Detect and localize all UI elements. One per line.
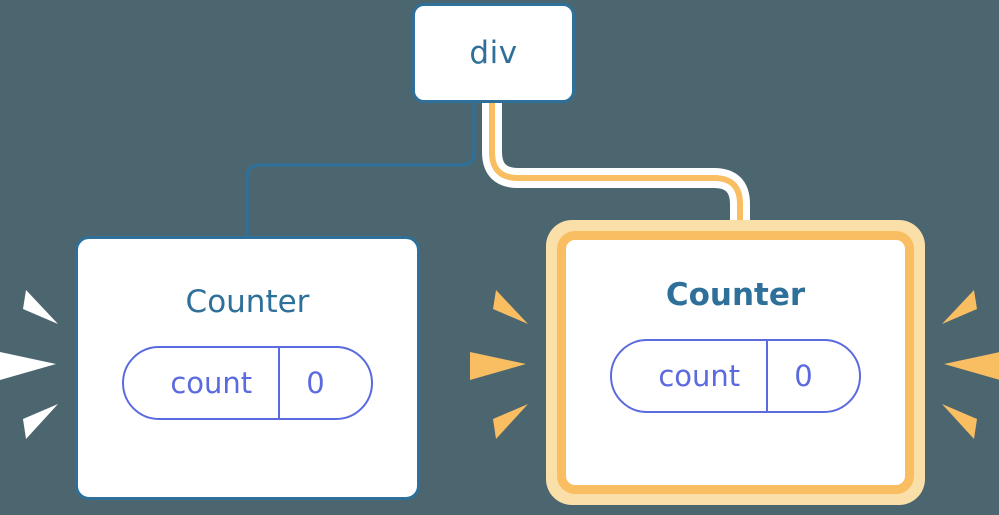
burst-right-counter-right-orange bbox=[942, 290, 999, 439]
node-counter-left[interactable]: Counter count 0 bbox=[75, 236, 420, 500]
burst-ray-middle bbox=[470, 352, 526, 380]
burst-left-counter-white bbox=[0, 290, 58, 439]
burst-ray-lower bbox=[493, 404, 528, 439]
burst-ray-upper bbox=[23, 290, 58, 324]
state-pill-value: 0 bbox=[766, 341, 858, 411]
state-pill-counter-right: count 0 bbox=[610, 339, 861, 413]
burst-ray-upper bbox=[493, 290, 528, 324]
burst-right-counter-left-orange bbox=[470, 290, 528, 439]
burst-ray-middle bbox=[0, 352, 56, 380]
burst-ray-upper bbox=[942, 290, 977, 324]
burst-ray-lower bbox=[23, 404, 58, 439]
node-counter-right[interactable]: Counter count 0 bbox=[546, 220, 925, 505]
edge-div-to-counter-left bbox=[245, 103, 476, 236]
burst-ray-middle bbox=[944, 352, 999, 380]
node-counter-right-title: Counter bbox=[665, 277, 806, 313]
edge-div-to-counter-right bbox=[489, 103, 743, 232]
node-counter-right-inner: Counter count 0 bbox=[557, 231, 914, 494]
node-div-label: div bbox=[469, 34, 518, 71]
burst-ray-lower bbox=[942, 404, 977, 439]
edge-div-to-counter-right-halo bbox=[482, 103, 750, 232]
state-pill-counter-left: count 0 bbox=[122, 346, 373, 420]
state-pill-key: count bbox=[170, 365, 253, 400]
node-div[interactable]: div bbox=[412, 3, 575, 103]
node-counter-left-title: Counter bbox=[185, 284, 310, 320]
state-pill-value: 0 bbox=[278, 348, 370, 418]
state-pill-key: count bbox=[658, 358, 741, 393]
